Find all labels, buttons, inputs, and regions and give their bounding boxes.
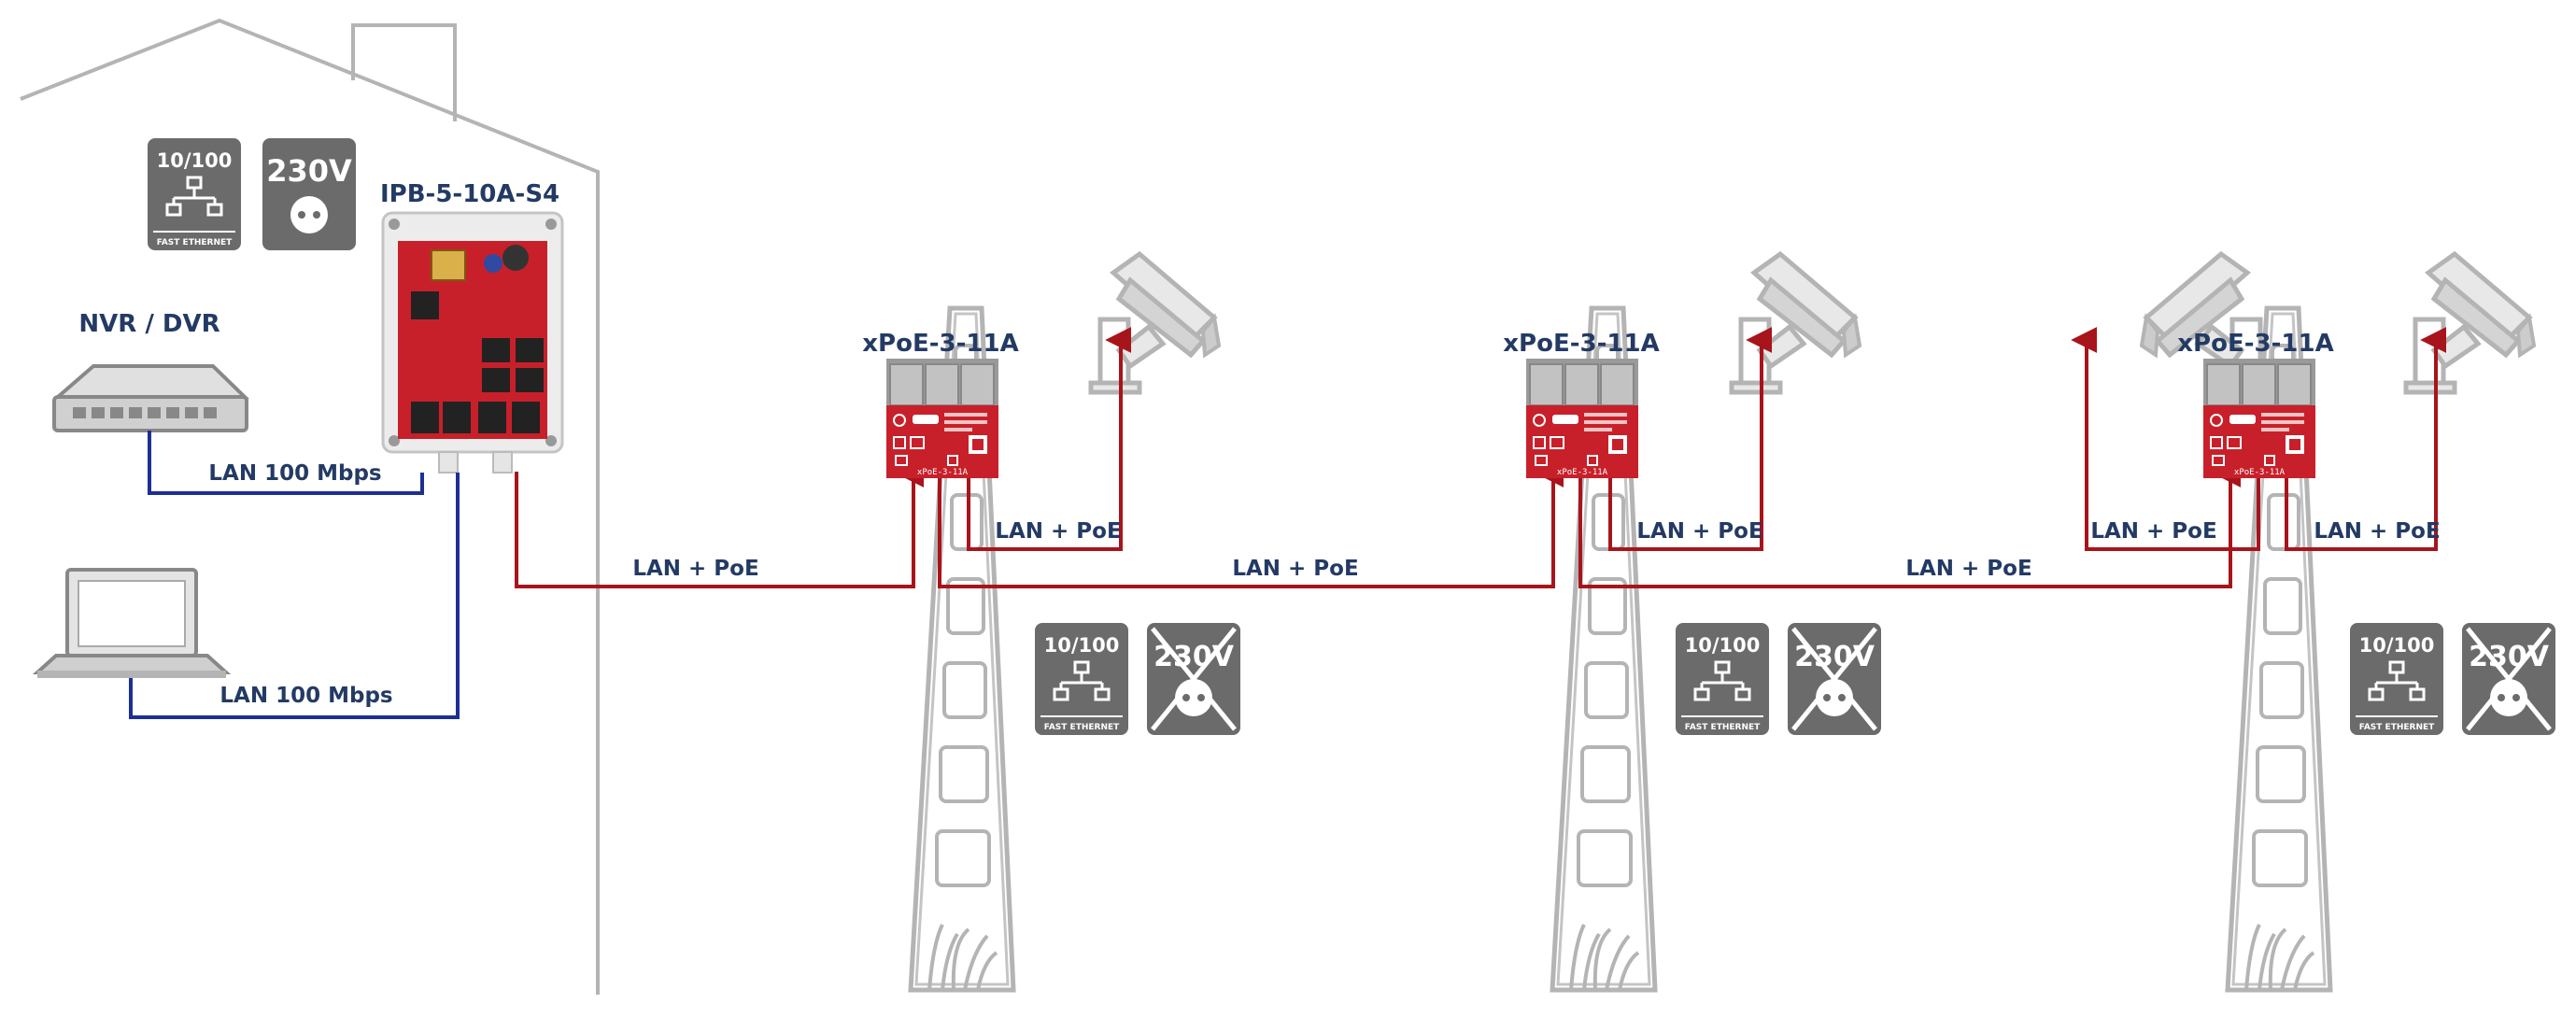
poe-line-camera-3b: [2285, 327, 2447, 551]
svg-text:230V: 230V: [2469, 641, 2550, 673]
poe-label-camera-3b: LAN + PoE: [2314, 519, 2440, 544]
poe-label-trunk-2: LAN + PoE: [1232, 557, 1358, 581]
lan-line-nvr: [148, 431, 424, 495]
fast-ethernet-badge-pole-1: 10/100 FAST ETHERNET: [1033, 621, 1130, 737]
lan-line-laptop: [129, 473, 460, 719]
poe-line-trunk-2: [938, 461, 1564, 588]
poe-line-camera-2: [1608, 327, 1773, 551]
svg-text:10/100: 10/100: [1685, 634, 1761, 657]
injector-title: IPB-5-10A-S4: [380, 180, 559, 208]
poe-label-trunk-1: LAN + PoE: [632, 557, 758, 581]
svg-text:230V: 230V: [266, 153, 352, 189]
fast-ethernet-badge-house: 10/100 FAST ETHERNET: [146, 136, 243, 252]
svg-text:FAST ETHERNET: FAST ETHERNET: [2359, 723, 2435, 732]
nvr-switch-icon: [52, 364, 249, 432]
injector-device: [381, 211, 564, 474]
converter-3-title: xPoE-3-11A: [2177, 330, 2333, 358]
poe-line-camera-3a: [2071, 327, 2260, 551]
camera-2-icon: [1732, 254, 1860, 392]
poe-label-camera-3a: LAN + PoE: [2090, 519, 2216, 544]
house-outline: [20, 18, 600, 995]
poe-label-camera-2: LAN + PoE: [1636, 519, 1762, 544]
no-power-badge-pole-1: 230V: [1147, 623, 1240, 735]
svg-text:10/100: 10/100: [1044, 634, 1120, 657]
converter-2-title: xPoE-3-11A: [1503, 330, 1659, 358]
svg-text:xPoE-3-11A: xPoE-3-11A: [2234, 468, 2286, 477]
svg-text:10/100: 10/100: [2359, 634, 2435, 657]
lan-label-nvr: LAN 100 Mbps: [208, 461, 381, 486]
fast-ethernet-badge-pole-3: 10/100 FAST ETHERNET: [2348, 621, 2445, 737]
poe-label-trunk-3: LAN + PoE: [1905, 557, 2031, 581]
fast-ethernet-badge-pole-2: 10/100 FAST ETHERNET: [1674, 621, 1771, 737]
svg-text:xPoE-3-11A: xPoE-3-11A: [1557, 468, 1608, 477]
svg-text:230V: 230V: [1794, 641, 1875, 673]
nvr-title: NVR / DVR: [78, 310, 219, 338]
svg-text:FAST ETHERNET: FAST ETHERNET: [1044, 723, 1120, 732]
svg-text:FAST ETHERNET: FAST ETHERNET: [1685, 723, 1761, 732]
svg-text:230V: 230V: [1154, 641, 1235, 673]
converter-3: xPoE-3-11A: [2202, 358, 2316, 479]
svg-text:10/100: 10/100: [157, 149, 233, 172]
converter-2: xPoE-3-11A: [1525, 358, 1639, 479]
svg-text:xPoE-3-11A: xPoE-3-11A: [917, 468, 969, 477]
camera-1-icon: [1091, 254, 1219, 392]
lan-label-laptop: LAN 100 Mbps: [219, 684, 392, 708]
socket-icon: [290, 196, 328, 233]
camera-3b-icon: [2406, 254, 2534, 392]
power-230v-badge: 230V: [262, 138, 356, 250]
poe-line-camera-1: [967, 327, 1132, 551]
converter-1: xPoE-3-11A: [885, 358, 999, 479]
no-power-badge-pole-3: 230V: [2462, 623, 2555, 735]
poe-label-camera-1: LAN + PoE: [995, 519, 1121, 544]
laptop-icon: [32, 568, 232, 678]
poe-line-trunk-3: [1578, 461, 2242, 588]
poe-line-trunk-1: [515, 461, 925, 588]
svg-text:FAST ETHERNET: FAST ETHERNET: [157, 238, 233, 247]
no-power-badge-pole-2: 230V: [1788, 623, 1881, 735]
converter-1-title: xPoE-3-11A: [862, 330, 1018, 358]
